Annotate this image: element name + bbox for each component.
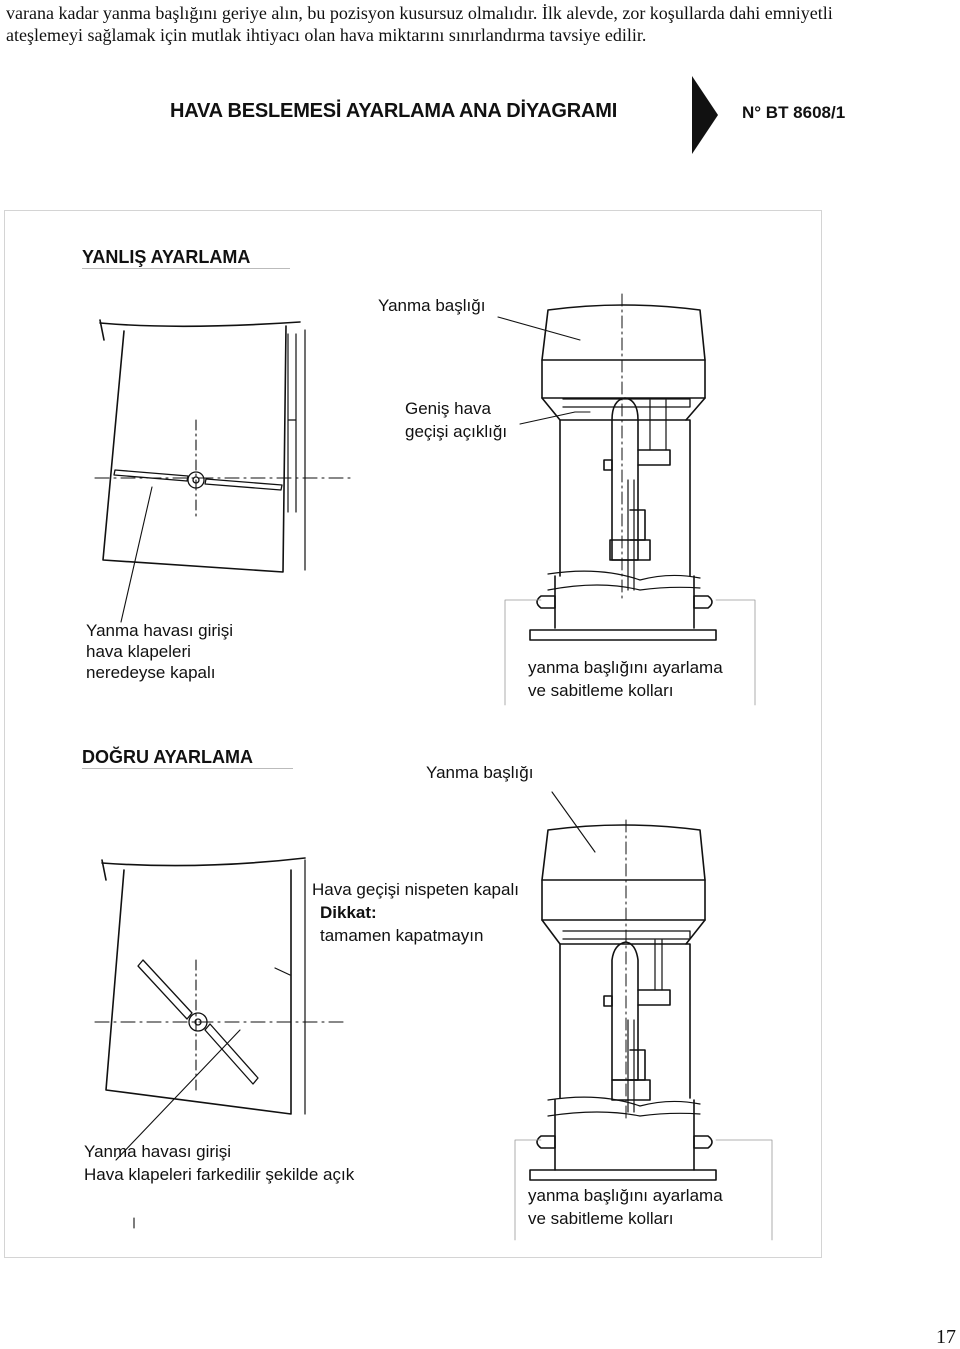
right-flaps-line-2: Hava klapeleri farkedilir şekilde açık — [84, 1165, 355, 1184]
wrong-setting-heading: YANLIŞ AYARLAMA — [82, 246, 291, 269]
wrong-air-box — [94, 319, 351, 573]
wrong-air-flaps — [113, 469, 283, 491]
intro-line-1: varana kadar yanma başlığını geriye alın… — [6, 3, 833, 23]
diagram-frame — [4, 210, 822, 1258]
arrow-icon — [692, 76, 718, 154]
right-gap-line-2: Dikkat: — [320, 903, 377, 922]
wrong-levers-label: yanma başlığını ayarlama ve sabitleme ko… — [528, 656, 723, 702]
right-air-flaps-label: Yanma havası girişi Hava klapeleri farke… — [84, 1140, 354, 1186]
wrong-flaps-line-2: hava klapeleri — [86, 642, 191, 661]
wrong-air-flaps-label: Yanma havası girişi hava klapeleri nered… — [86, 620, 233, 683]
right-gap-line-1: Hava geçişi nispeten kapalı — [312, 880, 519, 899]
right-levers-line-2: ve sabitleme kolları — [528, 1209, 674, 1228]
right-air-box — [94, 857, 346, 1115]
wrong-air-gap-label: Geniş hava geçişi açıklığı — [405, 397, 507, 443]
right-air-flaps — [137, 959, 259, 1085]
wrong-air-gap-line-1: Geniş hava — [405, 399, 491, 418]
intro-paragraph: varana kadar yanma başlığını geriye alın… — [6, 2, 956, 46]
right-air-gap-label: Hava geçişi nispeten kapalı Dikkat: tama… — [312, 878, 519, 947]
right-burner-head-label: Yanma başlığı — [426, 763, 534, 782]
wrong-flaps-line-3: neredeyse kapalı — [86, 663, 216, 682]
wrong-air-gap-line-2: geçişi açıklığı — [405, 422, 508, 441]
right-levers-label: yanma başlığını ayarlama ve sabitleme ko… — [528, 1184, 723, 1230]
right-flaps-line-1: Yanma havası girişi — [84, 1142, 232, 1161]
right-levers-line-1: yanma başlığını ayarlama — [528, 1186, 723, 1205]
document-number: N° BT 8608/1 — [742, 103, 846, 122]
wrong-flaps-line-1: Yanma havası girişi — [86, 621, 234, 640]
right-setting-heading: DOĞRU AYARLAMA — [82, 746, 294, 769]
right-leader-lines — [115, 791, 596, 1229]
wrong-leader-lines — [120, 316, 591, 623]
wrong-levers-line-1: yanma başlığını ayarlama — [528, 658, 723, 677]
right-gap-line-3: tamamen kapatmayın — [320, 926, 484, 945]
wrong-levers-line-2: ve sabitleme kolları — [528, 681, 674, 700]
diagram-title: HAVA BESLEMESİ AYARLAMA ANA DİYAGRAMI — [170, 100, 618, 122]
page-number: 17 — [936, 1326, 956, 1348]
wrong-burner-head-label: Yanma başlığı — [378, 296, 486, 315]
intro-line-2: ateşlemeyi sağlamak için mutlak ihtiyacı… — [6, 25, 647, 45]
right-burner-head — [514, 819, 773, 1241]
wrong-burner-head — [504, 293, 756, 706]
